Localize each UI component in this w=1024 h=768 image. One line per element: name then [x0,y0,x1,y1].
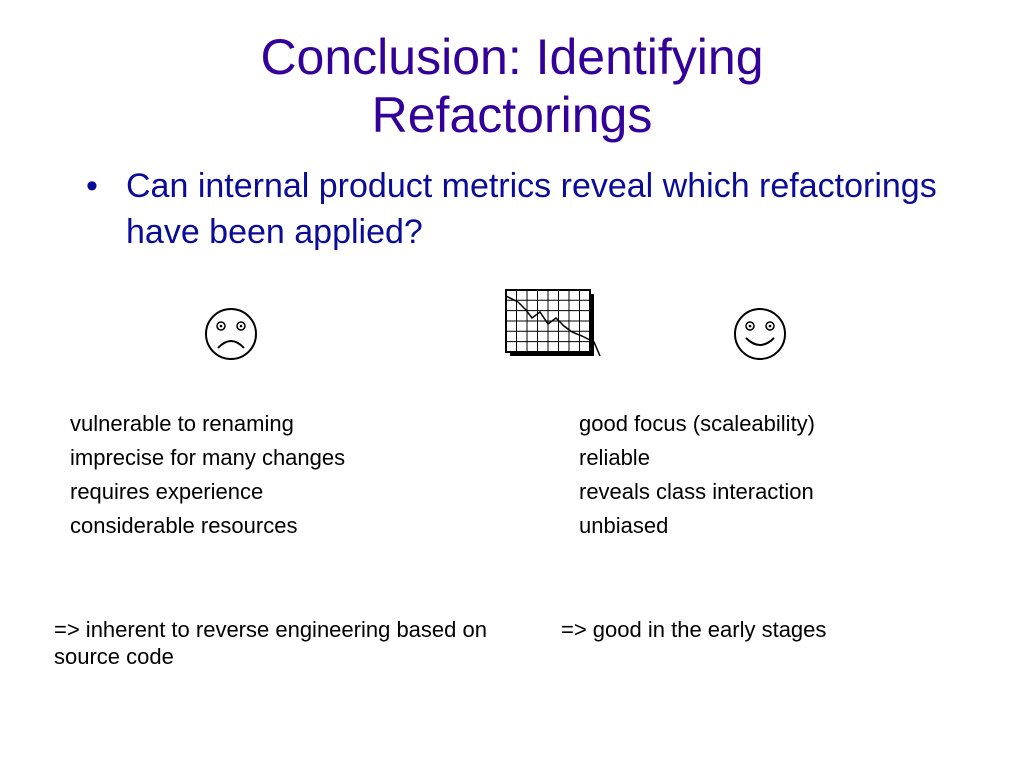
sad-face-icon [205,308,257,360]
list-item: good focus (scaleability) [579,411,816,436]
list-item: considerable resources [70,513,298,538]
slide-title: Conclusion: Identifying Refactorings [0,28,1024,144]
drawbacks-list: vulnerable to renaming imprecise for man… [70,407,345,543]
list-item: vulnerable to renaming [70,411,294,436]
conclusion-left: => inherent to reverse engineering based… [54,617,487,669]
title-line-1: Conclusion: Identifying [260,29,764,85]
benefits-list: good focus (scaleability) reliable revea… [579,407,815,543]
list-item: reveals class interaction [579,479,814,504]
happy-face-icon [734,308,786,360]
list-item: reliable [579,445,650,470]
chart-icon [505,289,601,357]
conclusion-right: => good in the early stages [561,617,827,642]
bullet-marker: • [86,167,98,205]
title-line-2: Refactorings [371,87,653,143]
bullet-text: Can internal product metrics reveal whic… [126,167,937,251]
list-item: imprecise for many changes [70,445,346,470]
list-item: unbiased [579,513,669,538]
bullet-item: • Can internal product metrics reveal wh… [86,163,946,255]
list-item: requires experience [70,479,264,504]
